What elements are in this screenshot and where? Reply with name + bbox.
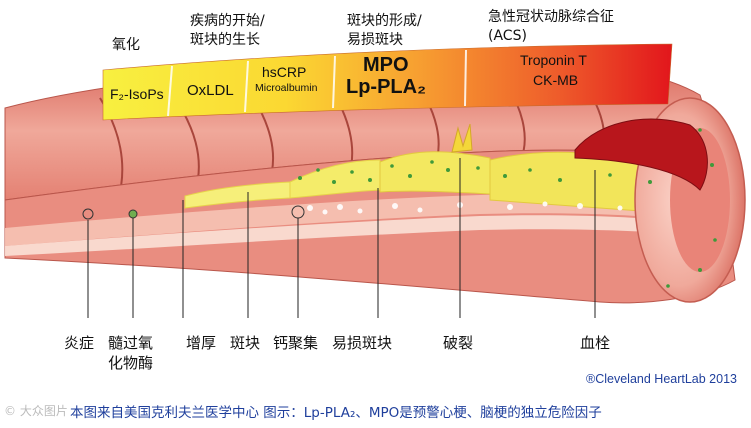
stage-disease-onset-line2: 斑块的生长 bbox=[190, 32, 260, 48]
media-layer bbox=[5, 194, 705, 246]
stage-disease-onset-line1: 疾病的开始/ bbox=[190, 13, 265, 29]
calcium-specks bbox=[307, 201, 623, 215]
inflammation-cell-marker bbox=[82, 208, 94, 220]
label-vulnerable-plaque: 易损斑块 bbox=[332, 334, 393, 352]
marker-f2-isops: F₂-IsoPs bbox=[110, 86, 164, 102]
stage-plaque-formation-line2: 易损斑块 bbox=[347, 32, 403, 48]
label-inflammation: 炎症 bbox=[64, 334, 95, 352]
label-rupture: 破裂 bbox=[443, 334, 474, 352]
plaque-rupture bbox=[451, 123, 473, 153]
copyright-notice: ®Cleveland HeartLab 2013 bbox=[586, 372, 737, 386]
thrombus-mass bbox=[574, 118, 708, 191]
label-calcification: 钙聚集 bbox=[273, 334, 319, 352]
green-particles bbox=[298, 128, 717, 288]
adventitia-layer bbox=[5, 215, 705, 256]
marker-microalbumin: Microalbumin bbox=[255, 82, 318, 94]
figure-caption: 本图来自美国克利夫兰医学中心 图示：Lp-PLA₂、MPO是预警心梗、脑梗的独立… bbox=[70, 405, 602, 421]
label-plaque: 斑块 bbox=[230, 334, 261, 352]
enzyme-cell-marker bbox=[128, 209, 138, 219]
label-mpo-enzyme-line2: 化物酶 bbox=[108, 354, 154, 372]
stage-oxidation: 氧化 bbox=[112, 37, 140, 53]
stage-plaque-formation-line1: 斑块的形成/ bbox=[347, 13, 422, 29]
label-thickening: 增厚 bbox=[186, 334, 217, 352]
label-mpo-enzyme-line1: 髓过氧 bbox=[108, 334, 154, 352]
label-thrombus: 血栓 bbox=[580, 334, 611, 352]
marker-troponin-t: Troponin T bbox=[520, 52, 587, 68]
plaque-vulnerable bbox=[379, 151, 491, 195]
marker-hscrp: hsCRP bbox=[262, 64, 307, 80]
banner-dividers bbox=[167, 49, 467, 117]
marker-ck-mb: CK-MB bbox=[533, 72, 579, 88]
marker-lp-pla2: Lp-PLA₂ bbox=[346, 76, 426, 98]
watermark: © 大众图片 bbox=[4, 404, 68, 418]
stage-acs-line2: (ACS) bbox=[488, 28, 527, 44]
marker-oxldl: OxLDL bbox=[187, 82, 234, 99]
pointer-lines bbox=[87, 158, 596, 318]
marker-mpo: MPO bbox=[363, 54, 409, 76]
stage-acs-line1: 急性冠状动脉综合征 bbox=[488, 9, 614, 25]
